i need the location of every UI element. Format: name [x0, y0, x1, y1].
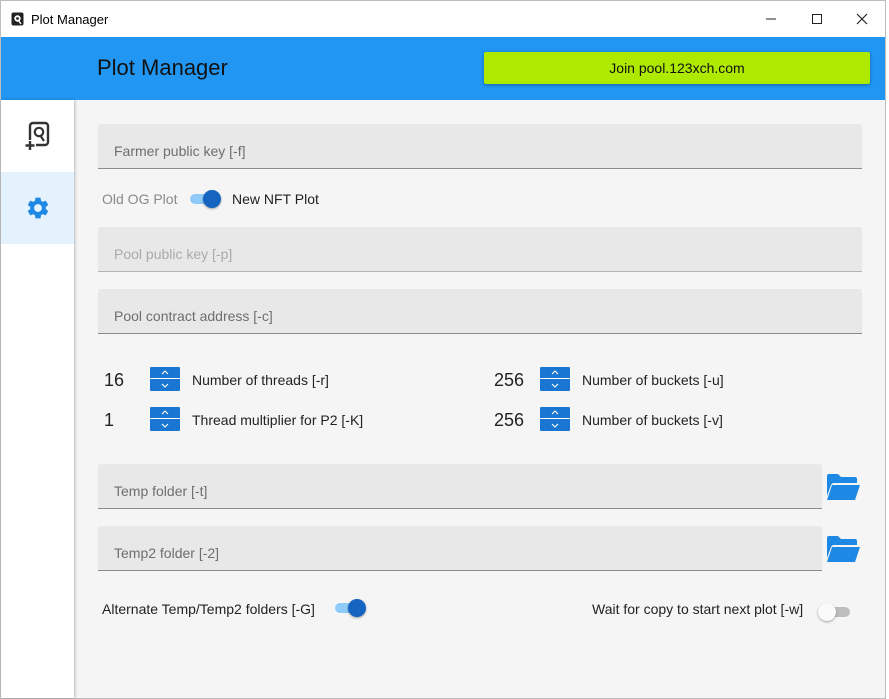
buckets-v-label: Number of buckets [-v]	[582, 412, 723, 428]
join-pool-button[interactable]: Join pool.123xch.com	[484, 52, 870, 84]
alternate-folders-toggle[interactable]	[333, 598, 367, 618]
wait-copy-toggle[interactable]	[818, 602, 852, 622]
plot-type-toggle[interactable]	[188, 189, 222, 209]
add-plot-icon	[23, 121, 49, 151]
buckets-u-decrement-button[interactable]	[540, 379, 570, 391]
new-nft-plot-label: New NFT Plot	[232, 191, 319, 207]
buckets-v-decrement-button[interactable]	[540, 419, 570, 431]
threads-label: Number of threads [-r]	[192, 372, 329, 388]
buckets-u-label: Number of buckets [-u]	[582, 372, 724, 388]
maximize-icon	[812, 14, 822, 24]
buckets-u-stepper[interactable]	[540, 367, 570, 391]
folder-open-icon	[827, 536, 860, 562]
close-icon	[856, 13, 868, 25]
pool-key-input	[98, 227, 862, 271]
sidebar-item-add-plot[interactable]	[1, 100, 74, 172]
maximize-button[interactable]	[794, 1, 840, 37]
threads-stepper[interactable]	[150, 367, 180, 391]
chevron-down-icon	[161, 383, 169, 388]
buckets-v-value[interactable]: 256	[494, 410, 525, 430]
chevron-up-icon	[161, 370, 169, 375]
temp2-folder-field[interactable]: Temp2 folder [-2]	[98, 526, 822, 571]
chevron-down-icon	[161, 423, 169, 428]
chevron-down-icon	[551, 423, 559, 428]
toggle-thumb	[203, 190, 221, 208]
temp2-folder-input[interactable]	[98, 526, 822, 570]
folder-open-icon	[827, 474, 860, 500]
buckets-v-stepper[interactable]	[540, 407, 570, 431]
pool-key-field: Pool public key [-p]	[98, 227, 862, 272]
minimize-icon	[766, 18, 776, 20]
thread-multiplier-increment-button[interactable]	[150, 407, 180, 419]
chevron-up-icon	[551, 410, 559, 415]
chevron-up-icon	[551, 370, 559, 375]
threads-decrement-button[interactable]	[150, 379, 180, 391]
pool-contract-field[interactable]: Pool contract address [-c]	[98, 289, 862, 334]
close-button[interactable]	[839, 1, 885, 37]
thread-multiplier-value[interactable]: 1	[104, 410, 115, 430]
temp2-folder-label: Temp2 folder [-2]	[114, 545, 220, 561]
gear-icon	[27, 197, 48, 219]
title-bar: Plot Manager	[1, 1, 885, 37]
temp-folder-field[interactable]: Temp folder [-t]	[98, 464, 822, 509]
page-title: Plot Manager	[97, 55, 228, 80]
pool-contract-label: Pool contract address [-c]	[114, 308, 273, 324]
farmer-key-field[interactable]: Farmer public key [-f]	[98, 124, 862, 169]
temp-folder-label: Temp folder [-t]	[114, 483, 208, 499]
sidebar	[1, 100, 74, 698]
alternate-folders-label: Alternate Temp/Temp2 folders [-G]	[102, 601, 315, 617]
toggle-thumb	[348, 599, 366, 617]
window-title: Plot Manager	[31, 12, 109, 27]
pool-key-label: Pool public key [-p]	[114, 246, 233, 262]
buckets-u-value[interactable]: 256	[494, 370, 525, 390]
minimize-button[interactable]	[748, 1, 794, 37]
chevron-up-icon	[161, 410, 169, 415]
threads-increment-button[interactable]	[150, 367, 180, 379]
temp-folder-browse-button[interactable]	[824, 471, 862, 503]
buckets-v-increment-button[interactable]	[540, 407, 570, 419]
thread-multiplier-label: Thread multiplier for P2 [-K]	[192, 412, 364, 428]
temp-folder-input[interactable]	[98, 464, 822, 508]
pool-contract-input[interactable]	[98, 289, 862, 333]
thread-multiplier-stepper[interactable]	[150, 407, 180, 431]
temp2-folder-browse-button[interactable]	[824, 533, 862, 565]
old-og-plot-label: Old OG Plot	[102, 191, 178, 207]
threads-value[interactable]: 16	[104, 370, 125, 390]
thread-multiplier-decrement-button[interactable]	[150, 419, 180, 431]
wait-copy-label: Wait for copy to start next plot [-w]	[592, 601, 804, 617]
sidebar-item-settings[interactable]	[1, 172, 74, 244]
chevron-down-icon	[551, 383, 559, 388]
app-icon	[11, 12, 24, 26]
farmer-key-input[interactable]	[98, 124, 862, 168]
buckets-u-increment-button[interactable]	[540, 367, 570, 379]
app-header: Plot Manager Join pool.123xch.com	[1, 37, 885, 100]
toggle-thumb	[818, 603, 836, 621]
farmer-key-label: Farmer public key [-f]	[114, 143, 246, 159]
